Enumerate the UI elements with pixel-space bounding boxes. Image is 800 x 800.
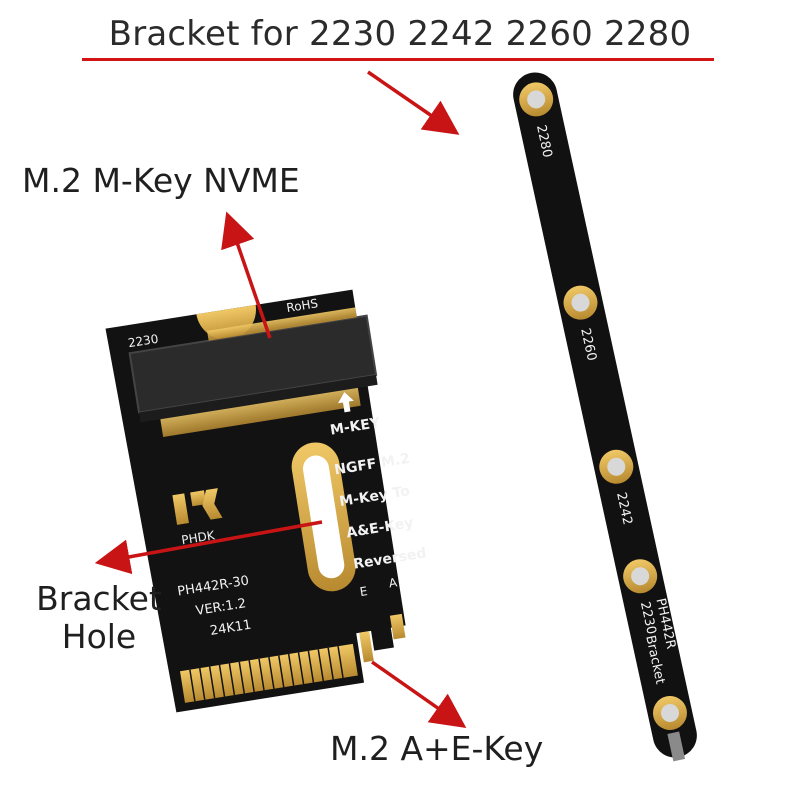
brand-logo — [172, 488, 223, 525]
callout-m-key-nvme: M.2 M-Key NVME — [22, 161, 300, 200]
callout-arrows — [94, 70, 467, 729]
callout-bracket-hole-line1: Bracket — [36, 579, 162, 618]
card-size-label: 2230 — [127, 332, 159, 351]
rohs-label: RoHS — [285, 296, 319, 315]
edge-contacts-e — [359, 631, 374, 663]
date-code: 24K11 — [209, 618, 252, 639]
screw-pad-2280 — [519, 82, 554, 117]
pin-a-label: A — [388, 575, 399, 590]
connector-pins-top — [207, 307, 357, 341]
adapter-card: 2230 RoHS PHDK PH442R-30 VER:1.2 24K11 M… — [105, 289, 427, 713]
mkey-label: M-KEY — [329, 415, 382, 439]
callout-bracket-hole-line2: Hole — [61, 617, 137, 656]
page-title: Bracket for 2230 2242 2260 2280 — [108, 14, 692, 54]
bracket-body — [513, 72, 697, 758]
callout-ae-key: M.2 A+E-Key — [330, 729, 544, 768]
up-arrow-icon — [338, 392, 354, 413]
mark-2242: 2242 — [613, 491, 635, 527]
mark-2230: 2230 — [637, 600, 659, 636]
edge-contacts-main — [180, 643, 358, 703]
mark-2260: 2260 — [577, 327, 599, 363]
callout-bracket-hole: Bracket Hole — [24, 580, 174, 656]
bracket-bar: 2280 2260 2242 2230 PH442R Bracket — [513, 72, 697, 762]
screw-pad-2230 — [623, 559, 658, 594]
arrow-to-nvme — [221, 211, 272, 339]
pin-e-label: E — [359, 584, 369, 599]
screw-pad-2260 — [563, 285, 598, 320]
arrow-to-ae — [370, 660, 467, 729]
screw-pad-2242 — [599, 449, 634, 484]
connector-pins-bottom — [160, 387, 361, 438]
title-underline — [82, 58, 714, 61]
arrow-to-hole — [94, 520, 323, 575]
arrow-to-bracket — [367, 70, 460, 135]
screw-pad-end — [652, 695, 687, 730]
mark-2280: 2280 — [533, 124, 555, 160]
edge-contacts-a — [389, 613, 406, 640]
